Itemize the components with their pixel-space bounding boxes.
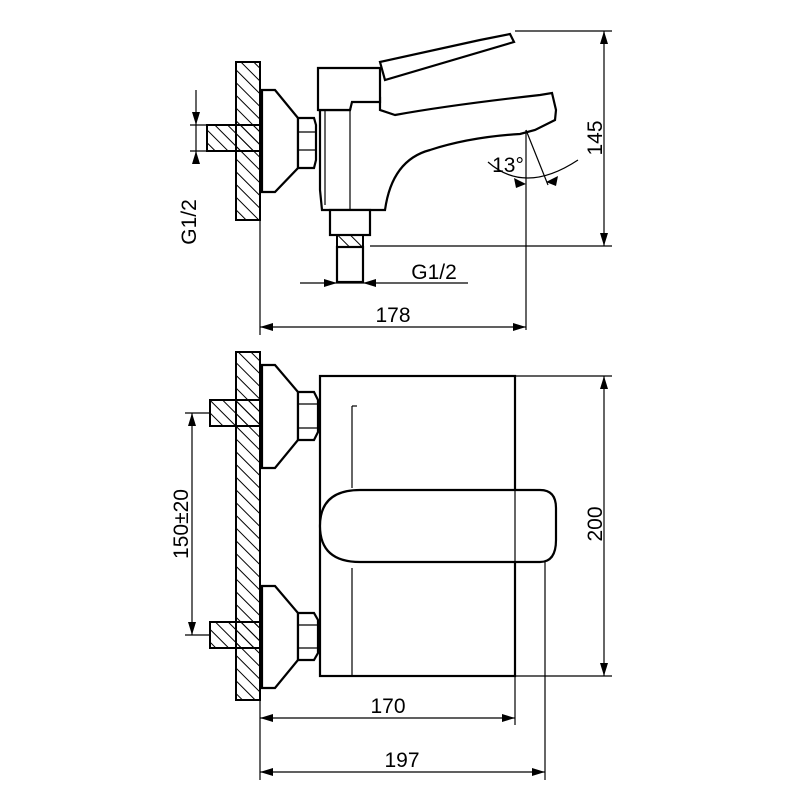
lower-nut: [296, 611, 320, 662]
dim-150: 150±20: [170, 489, 193, 559]
upper-escutcheon: [260, 363, 300, 470]
dim-g12-wall: G1/2: [178, 199, 201, 245]
escutcheon: [260, 88, 300, 194]
dim-angle: 13°: [492, 154, 524, 177]
spout-plan: [318, 488, 558, 564]
lever-handle: [378, 32, 516, 82]
outlet-connector: [328, 208, 372, 237]
inlet-pipe: [206, 124, 261, 152]
lower-escutcheon: [260, 584, 300, 690]
dim-170: 170: [370, 695, 405, 718]
dim-197: 197: [384, 749, 419, 772]
dim-200: 200: [584, 506, 607, 541]
cartridge: [316, 66, 382, 112]
mixer-body: [318, 91, 558, 212]
outlet-pipe: [336, 234, 364, 248]
dim-145: 145: [584, 120, 607, 155]
side-view: 145 G1/2 G1/2 13° 178: [178, 30, 612, 335]
outlet-pipe-lower: [335, 245, 365, 284]
dim-178: 178: [375, 304, 410, 327]
upper-inlet-pipe: [209, 399, 261, 427]
hex-nut: [296, 116, 318, 170]
upper-nut: [296, 390, 320, 442]
dim-g12-outlet: G1/2: [411, 261, 457, 284]
plan-view: 200 150±20 170 197: [170, 351, 612, 780]
lower-inlet-pipe: [209, 621, 261, 649]
